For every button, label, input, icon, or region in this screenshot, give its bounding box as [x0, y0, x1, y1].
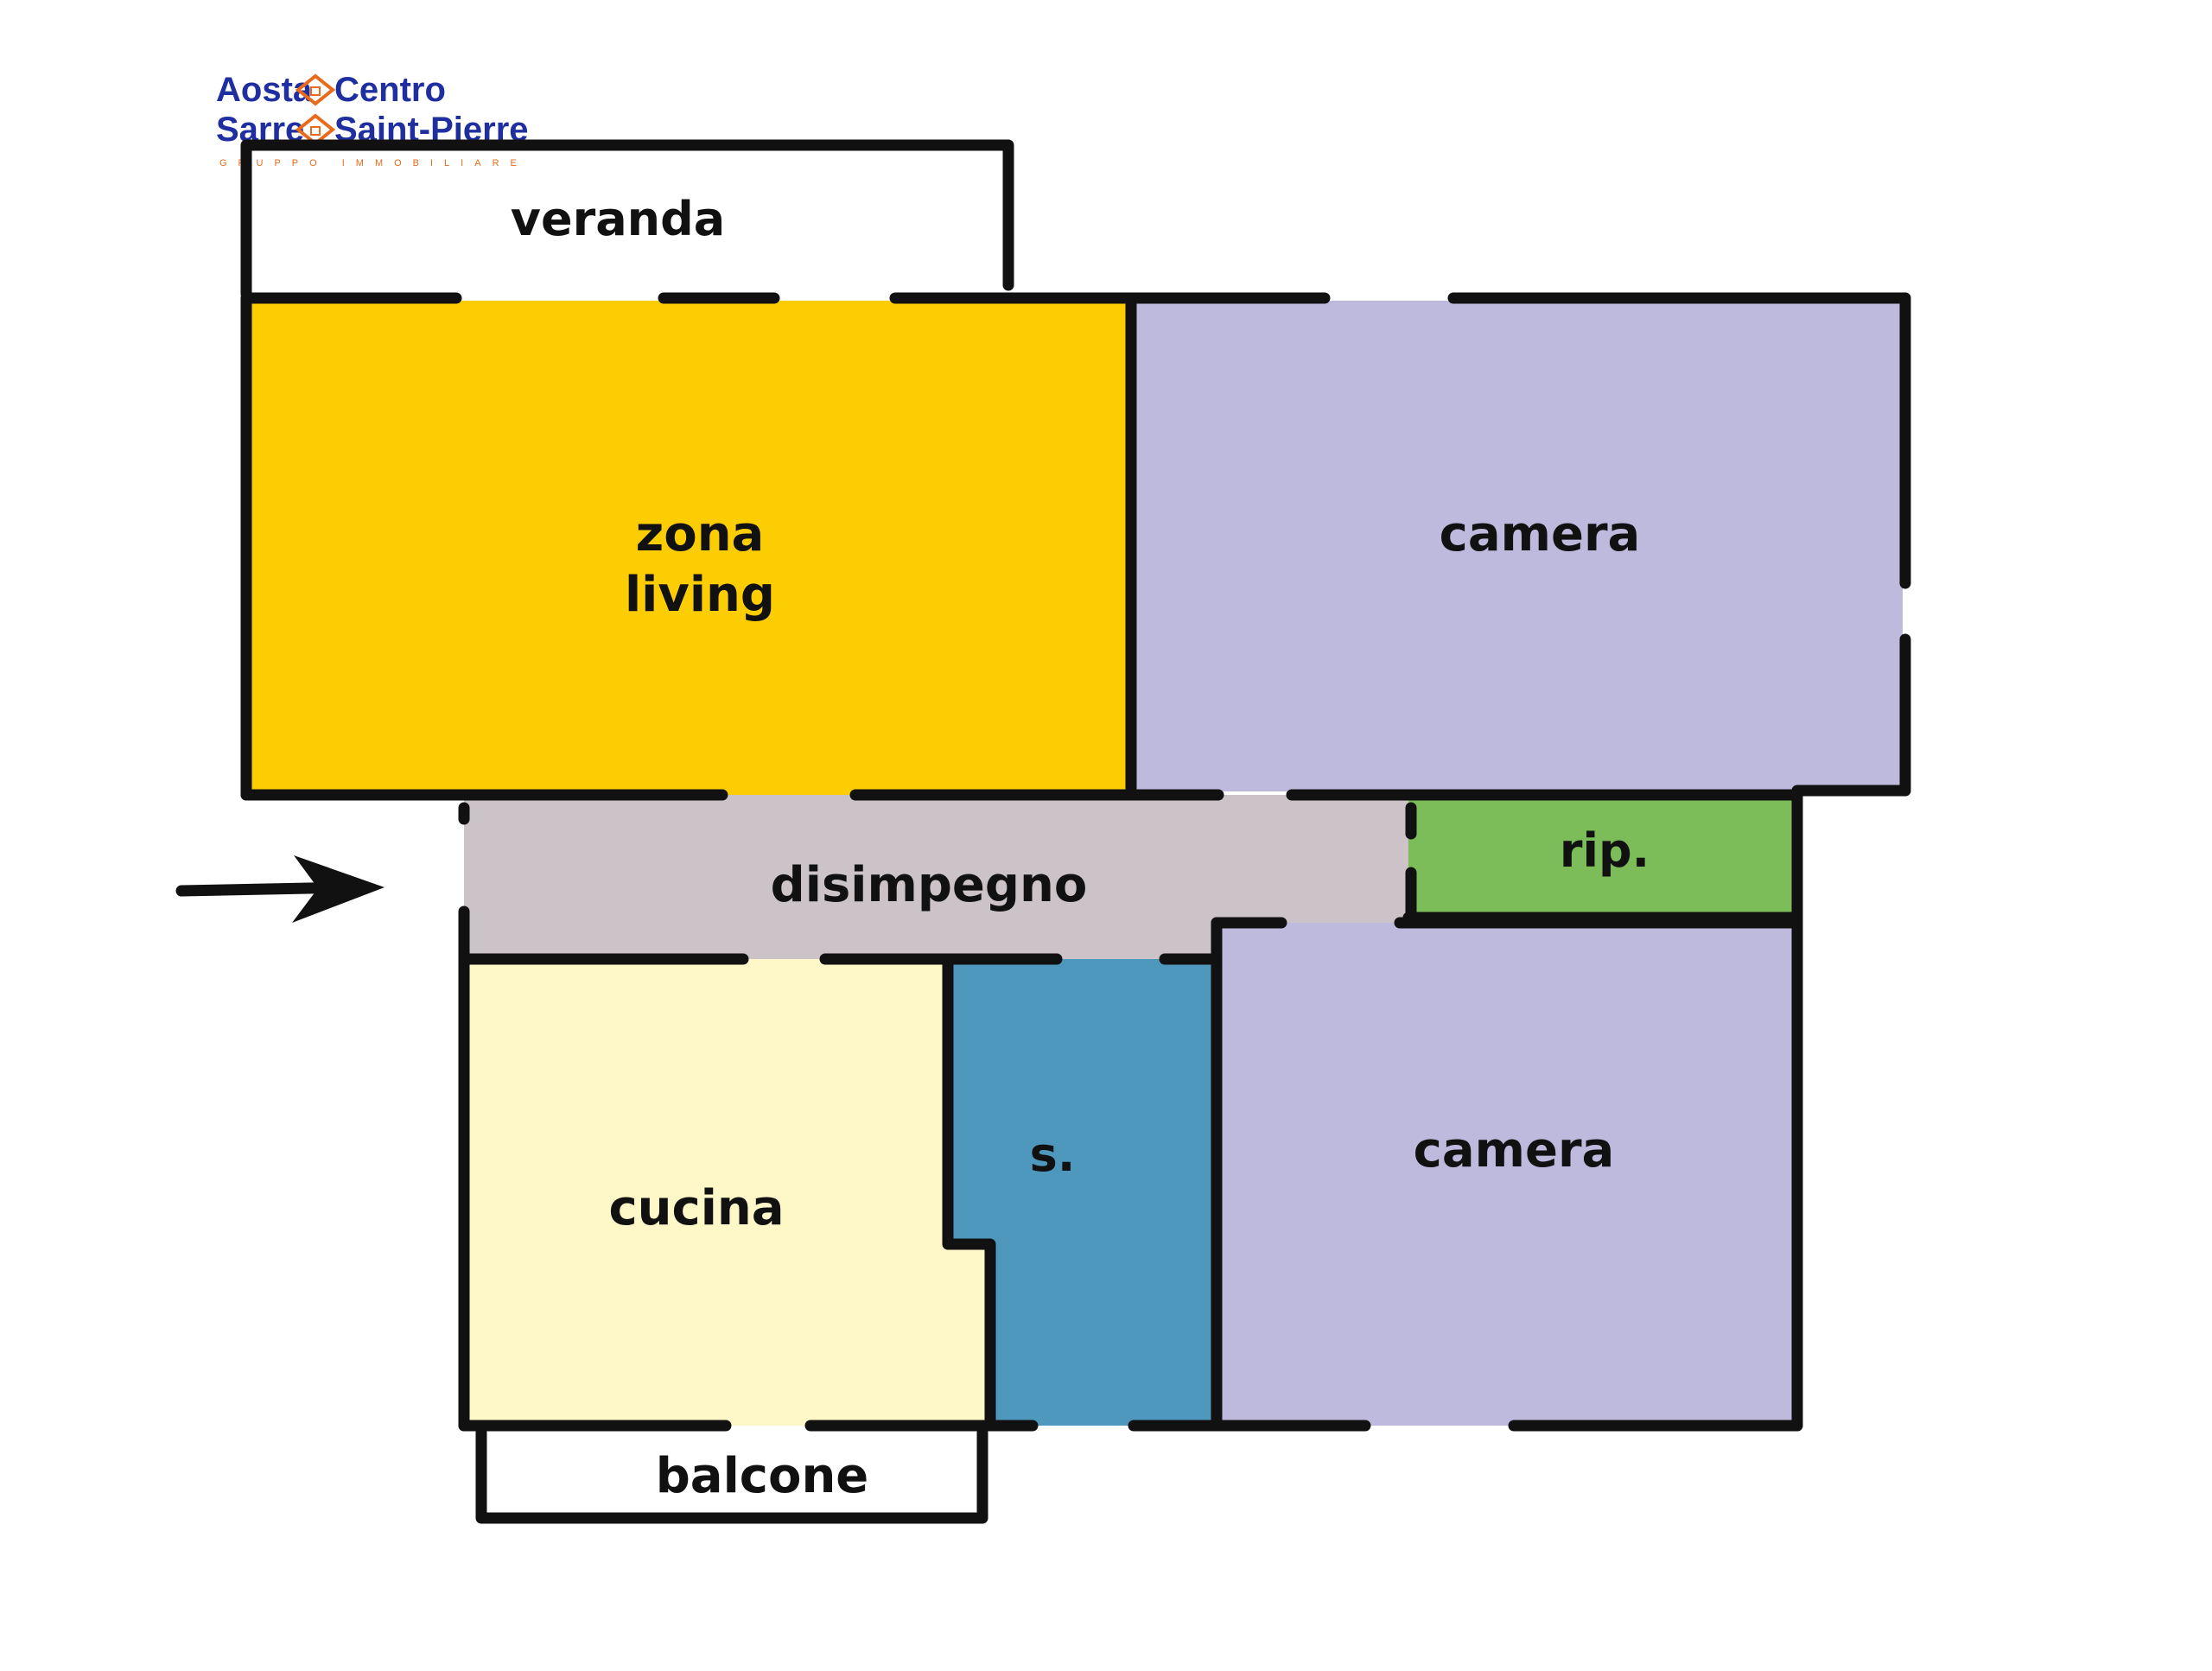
label-cucina: cucina	[608, 1180, 784, 1236]
room-bagno	[948, 959, 1217, 1426]
room-camera-bottom	[1217, 923, 1797, 1426]
wall-balcone	[475, 1426, 988, 1524]
house-icon	[295, 73, 336, 106]
label-living: living	[625, 567, 775, 623]
arrow-right-icon	[175, 855, 385, 923]
walls	[240, 139, 1911, 1524]
label-veranda: veranda	[511, 192, 725, 246]
label-disimpegno: disimpegno	[771, 857, 1088, 913]
room-fills	[246, 301, 1903, 1426]
house-icon	[295, 113, 336, 146]
label-rip: rip.	[1560, 823, 1649, 878]
label-bagno: s.	[1030, 1128, 1076, 1182]
logo-tagline: GRUPPO IMMOBILIARE	[219, 158, 528, 168]
logo-centro: Centro	[334, 71, 446, 109]
room-labels: veranda zona living camera disimpegno ri…	[511, 192, 1649, 1504]
label-zona: zona	[636, 506, 765, 562]
room-zona-living	[246, 301, 1131, 795]
wall-segment	[942, 953, 996, 1432]
room-ripostiglio	[1408, 795, 1797, 918]
label-camera-top: camera	[1440, 506, 1641, 562]
room-cucina	[464, 959, 990, 1426]
label-balcone: balcone	[656, 1448, 869, 1504]
agency-logo: Aosta Centro Sarre Saint-Pierre GRUPPO I…	[216, 71, 529, 168]
room-camera-top	[1131, 301, 1903, 791]
label-camera-bottom: camera	[1414, 1122, 1615, 1179]
wall-veranda	[240, 139, 1014, 300]
